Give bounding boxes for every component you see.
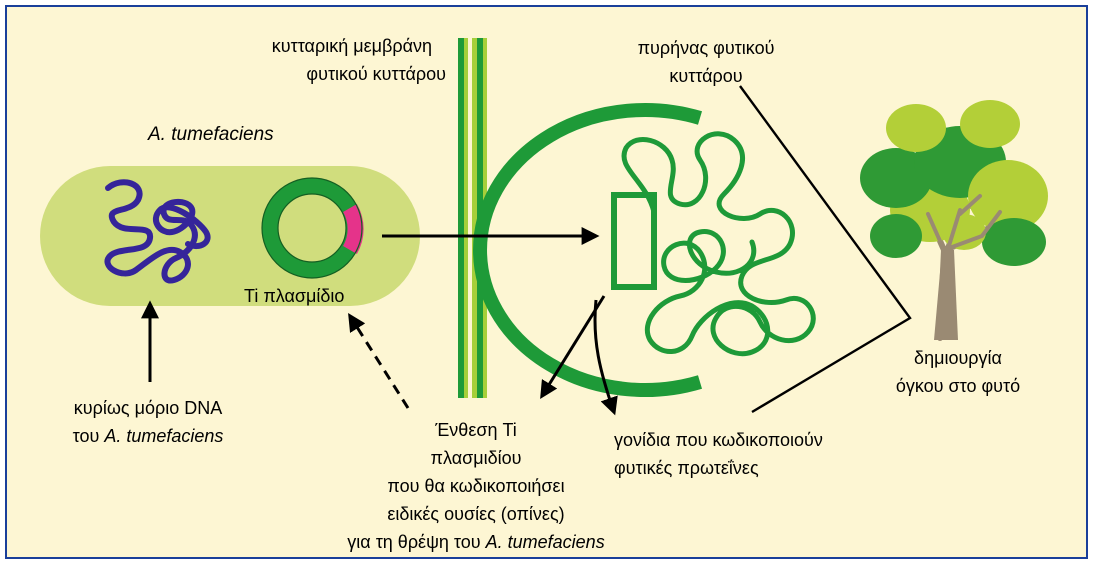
membrane-label-line2: φυτικού κυττάρου bbox=[306, 64, 446, 84]
genes-label-line2: φυτικές πρωτεΐνες bbox=[614, 458, 759, 478]
tumor-label-line1: δημιουργία bbox=[914, 348, 1002, 368]
insertion-label-line1: Ένθεση Ti bbox=[434, 420, 517, 440]
nucleus-label-line1: πυρήνας φυτικού bbox=[638, 38, 775, 58]
insertion-label-species: A. tumefaciens bbox=[485, 532, 605, 552]
insertion-label-line5: για τη θρέψη του A. tumefaciens bbox=[347, 532, 604, 552]
insertion-label-line2: πλασμιδίου bbox=[431, 448, 522, 468]
ti-plasmid-segment bbox=[350, 208, 356, 250]
insertion-label-line3: που θα κωδικοποιήσει bbox=[387, 476, 564, 496]
insertion-label-prefix: για τη θρέψη του bbox=[347, 532, 485, 552]
dna-label-prefix: του bbox=[73, 426, 105, 446]
tumor-label-line2: όγκου στο φυτό bbox=[896, 376, 1020, 396]
bacterium-name-label: A. tumefaciens bbox=[147, 124, 274, 145]
nucleus-label-line2: κυττάρου bbox=[669, 66, 742, 86]
dna-label-line1: κυρίως μόριο DNA bbox=[74, 398, 222, 418]
dna-label-line2: του A. tumefaciens bbox=[73, 426, 224, 446]
plasmid-label: Ti πλασμίδιο bbox=[244, 286, 344, 306]
insertion-label-line4: ειδικές ουσίες (οπίνες) bbox=[387, 504, 564, 524]
dna-label-species: A. tumefaciens bbox=[103, 426, 223, 446]
genes-label-line1: γονίδια που κωδικοποιούν bbox=[614, 430, 823, 450]
membrane-label-line1: κυτταρική μεμβράνη bbox=[272, 36, 432, 56]
